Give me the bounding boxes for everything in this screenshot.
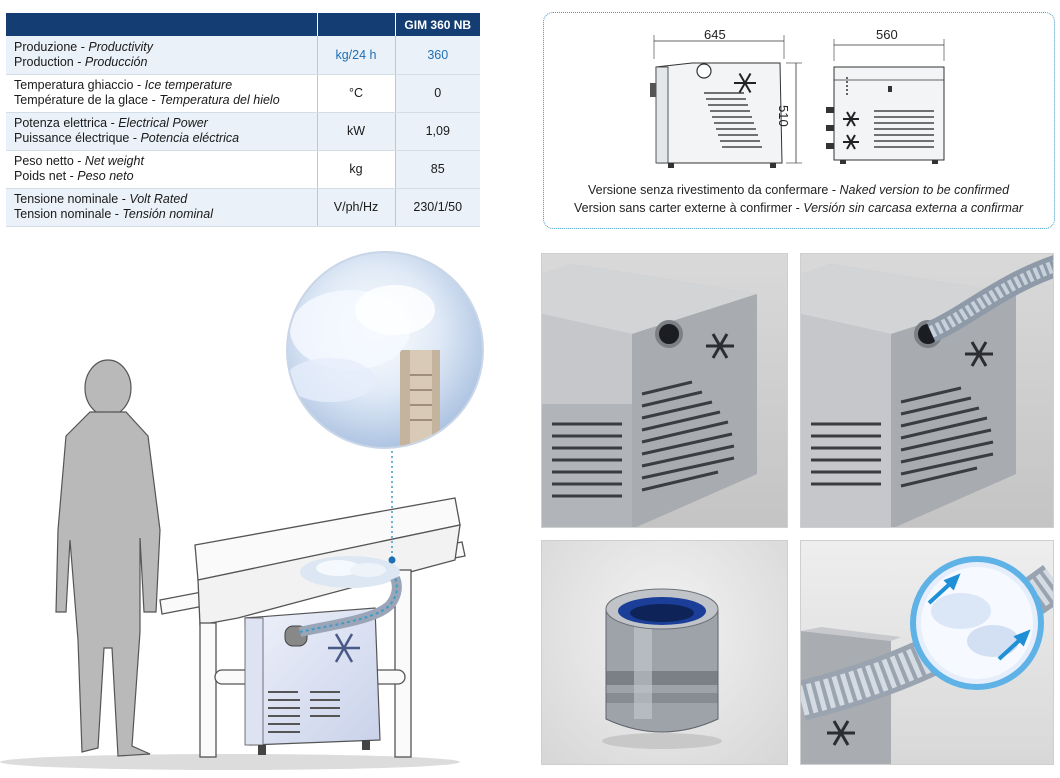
dimension-width-side: 560 xyxy=(876,27,898,42)
spec-label: Peso netto - Net weight Poids net - Peso… xyxy=(6,150,317,189)
label-es: Peso neto xyxy=(77,169,134,183)
label-en: Productivity xyxy=(88,39,153,54)
spec-value: 0 xyxy=(394,74,480,113)
spec-unit: kg xyxy=(316,150,395,189)
label-es: Tensión nominal xyxy=(122,207,213,221)
spec-unit: kW xyxy=(316,112,395,151)
caption-fr: Version sans carter externe à confirmer … xyxy=(573,201,804,215)
label-es: Temperatura del hielo xyxy=(159,93,280,107)
snowflake-icon xyxy=(734,72,756,94)
arrow-icon xyxy=(927,573,1031,661)
label-fr: Poids net - xyxy=(14,169,78,183)
label-en: Net weight xyxy=(84,154,144,168)
label-it: Produzione - xyxy=(14,39,89,54)
spec-unit: V/ph/Hz xyxy=(316,188,395,227)
dimension-drawing xyxy=(650,35,945,168)
label-en: Electrical Power xyxy=(118,116,208,130)
drawing-caption-line1: Versione senza rivestimento da confermar… xyxy=(544,183,1053,197)
snowflake-icon xyxy=(843,134,859,150)
drawing-caption-line2: Version sans carter externe à confirmer … xyxy=(544,201,1053,215)
spec-row-productivity: Produzione - Productivity Production - P… xyxy=(6,36,480,75)
label-it: Potenza elettrica - xyxy=(14,116,119,130)
snowflake-icon xyxy=(706,333,734,359)
dimension-drawing-box: 645 560 510 Versione senza rivestimento … xyxy=(543,12,1055,229)
label-it: Temperatura ghiaccio - xyxy=(14,78,145,92)
label-fr: Tension nominale - xyxy=(14,207,123,221)
spec-unit: °C xyxy=(316,74,395,113)
spec-header-model: GIM 360 NB xyxy=(394,13,480,36)
snowflake-icon xyxy=(965,341,993,367)
ice-zoom-callout xyxy=(286,251,484,564)
spec-value: 230/1/50 xyxy=(394,188,480,227)
photo-machine-with-tube xyxy=(800,253,1054,528)
snowflake-icon xyxy=(827,720,855,746)
spec-label: Temperatura ghiaccio - Ice temperature T… xyxy=(6,74,317,113)
spec-label: Produzione - Productivity Production - P… xyxy=(6,36,317,75)
snowflake-icon xyxy=(328,633,360,663)
spec-value: 360 xyxy=(394,36,480,75)
photo-machine-side xyxy=(541,253,788,528)
label-fr: Température de la glace - xyxy=(14,93,160,107)
spec-label: Potenza elettrica - Electrical Power Pui… xyxy=(6,112,317,151)
spec-row-electrical-power: Potenza elettrica - Electrical Power Pui… xyxy=(6,112,480,151)
spec-header-row: GIM 360 NB xyxy=(6,13,480,36)
spec-table: GIM 360 NB Produzione - Productivity Pro… xyxy=(6,13,480,227)
caption-es: Versión sin carcasa externa a confirmar xyxy=(803,201,1024,215)
label-es: Producción xyxy=(84,54,148,69)
label-en: Ice temperature xyxy=(144,78,233,92)
photo-tube-connector xyxy=(541,540,788,765)
photo-ice-flow-zoom xyxy=(800,540,1054,765)
spec-header-unit xyxy=(316,13,395,36)
snowflake-icon xyxy=(843,111,859,127)
label-fr: Puissance électrique - xyxy=(14,131,141,145)
side-view xyxy=(826,66,945,164)
label-it: Peso netto - xyxy=(14,154,85,168)
spec-header-empty xyxy=(6,13,317,36)
spec-row-net-weight: Peso netto - Net weight Poids net - Peso… xyxy=(6,150,480,189)
front-view xyxy=(650,62,783,168)
caption-en: Naked version to be confirmed xyxy=(839,183,1010,197)
spec-row-ice-temperature: Temperatura ghiaccio - Ice temperature T… xyxy=(6,74,480,113)
dimension-width-front: 645 xyxy=(704,27,726,42)
spec-row-volt-rated: Tensione nominale - Volt Rated Tension n… xyxy=(6,188,480,227)
spec-unit: kg/24 h xyxy=(316,36,395,75)
spec-label: Tensione nominale - Volt Rated Tension n… xyxy=(6,188,317,227)
label-en: Volt Rated xyxy=(129,192,188,206)
installation-illustration xyxy=(0,251,484,770)
label-es: Potencia eléctrica xyxy=(140,131,240,145)
label-fr: Production - xyxy=(14,54,85,69)
spec-value: 1,09 xyxy=(394,112,480,151)
human-silhouette xyxy=(55,359,161,757)
spec-value: 85 xyxy=(394,150,480,189)
ice-machine xyxy=(244,607,381,755)
caption-it: Versione senza rivestimento da confermar… xyxy=(587,183,840,197)
ice-pile xyxy=(300,556,400,588)
dimension-height: 510 xyxy=(776,105,791,127)
label-it: Tensione nominale - xyxy=(14,192,130,206)
